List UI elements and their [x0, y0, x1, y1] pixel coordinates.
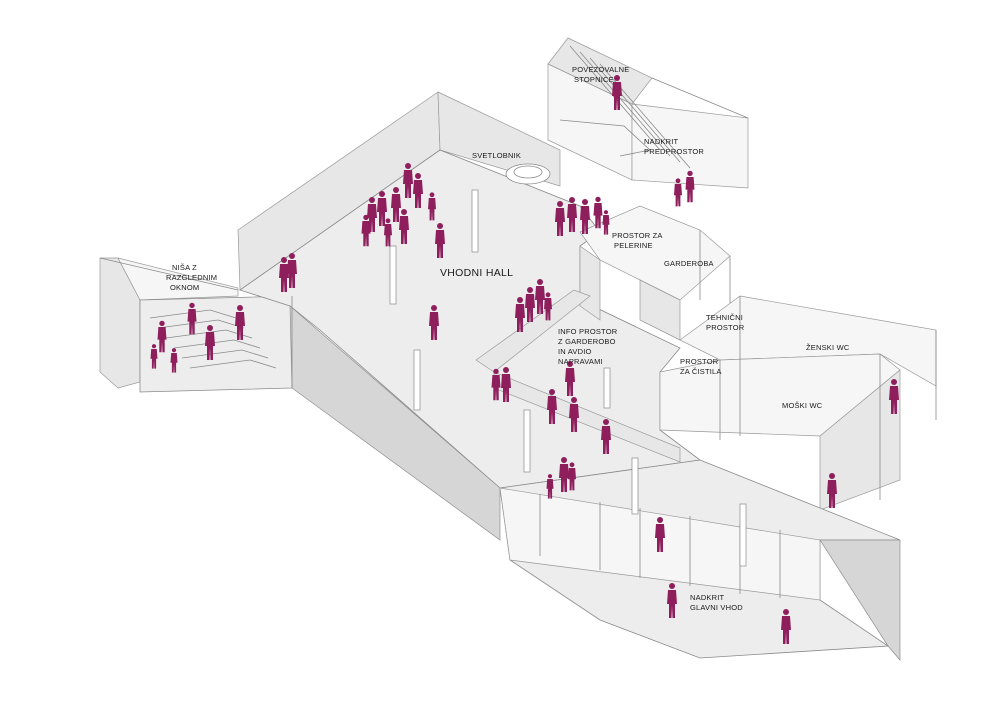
label-mens-wc: MOŠKI WC: [782, 401, 823, 410]
person-figure: [287, 253, 297, 288]
person-figure: [377, 191, 387, 226]
person-figure: [565, 361, 575, 396]
person-figure: [593, 196, 603, 229]
label-cloakroom: GARDEROBA: [664, 259, 714, 268]
person-figure: [428, 192, 436, 221]
label-info-3: IN AVDIO: [558, 347, 592, 356]
label-technical-1: TEHNIČNI: [706, 313, 743, 322]
person-figure: [413, 173, 423, 208]
person-figure: [559, 457, 569, 492]
label-skylight: SVETLOBNIK: [472, 151, 521, 160]
label-porch-2: PREDPROSTOR: [644, 147, 704, 156]
person-figure: [187, 302, 197, 335]
label-cleaning-1: PROSTOR: [680, 357, 719, 366]
person-figure: [235, 305, 245, 340]
niche-volume: [99, 257, 293, 393]
label-niche-1: NIŠA Z: [172, 263, 197, 272]
person-figure: [674, 178, 682, 207]
person-figure: [612, 75, 622, 110]
label-info-4: NAPRAVAMI: [558, 357, 603, 366]
label-main-hall: VHODNI HALL: [440, 267, 513, 279]
person-figure: [435, 223, 445, 258]
person-figure: [429, 305, 439, 340]
person-figure: [535, 279, 545, 314]
wc-block: [659, 295, 937, 511]
person-figure: [685, 170, 695, 203]
person-figure: [567, 197, 577, 232]
label-entrance-2: GLAVNI VHOD: [690, 603, 743, 612]
columns: [389, 189, 747, 567]
person-figure: [501, 367, 511, 402]
person-figure: [569, 397, 579, 432]
label-stairs-1: POVEZOVALNE: [572, 65, 630, 74]
person-figure: [384, 218, 392, 247]
room-labels: VHODNI HALL SVETLOBNIK NIŠA Z RAZGLEDNIM…: [166, 65, 850, 612]
person-figure: [170, 348, 178, 373]
person-figure: [491, 368, 501, 401]
entrance-canopy: [499, 459, 901, 661]
person-figure: [546, 474, 554, 499]
person-figure: [157, 320, 167, 353]
person-figure: [580, 199, 590, 234]
people-figures: [150, 75, 899, 644]
person-figure: [655, 517, 665, 552]
person-figure: [781, 609, 791, 644]
person-figure: [568, 462, 576, 491]
person-figure: [601, 419, 611, 454]
skylight: [505, 163, 551, 185]
person-figure: [391, 187, 401, 222]
person-figure: [205, 325, 215, 360]
person-figure: [827, 473, 837, 508]
stair-tower: [547, 37, 749, 189]
label-info-2: Z GARDEROBO: [558, 337, 616, 346]
person-figure: [602, 210, 610, 235]
label-technical-2: PROSTOR: [706, 323, 745, 332]
person-figure: [547, 389, 557, 424]
person-figure: [525, 287, 535, 322]
person-figure: [279, 257, 289, 292]
label-entrance-1: NADKRIT: [690, 593, 725, 602]
person-figure: [515, 297, 525, 332]
cloakroom-block: [579, 205, 731, 341]
label-info-1: INFO PROSTOR: [558, 327, 618, 336]
person-figure: [555, 201, 565, 236]
person-figure: [399, 209, 409, 244]
label-womens-wc: ŽENSKI WC: [806, 343, 850, 352]
person-figure: [889, 379, 899, 414]
label-porch-1: NADKRIT: [644, 137, 679, 146]
label-niche-2: RAZGLEDNIM: [166, 273, 217, 282]
label-niche-3: OKNOM: [170, 283, 199, 292]
person-figure: [150, 344, 158, 369]
person-figure: [667, 583, 677, 618]
label-stairs-2: STOPNICE: [574, 75, 614, 84]
person-figure: [544, 292, 552, 321]
person-figure: [361, 214, 371, 247]
label-capes-2: PELERINE: [614, 241, 653, 250]
label-capes-1: PROSTOR ZA: [612, 231, 663, 240]
person-figure: [403, 163, 413, 198]
label-cleaning-2: ZA ČISTILA: [680, 367, 722, 376]
